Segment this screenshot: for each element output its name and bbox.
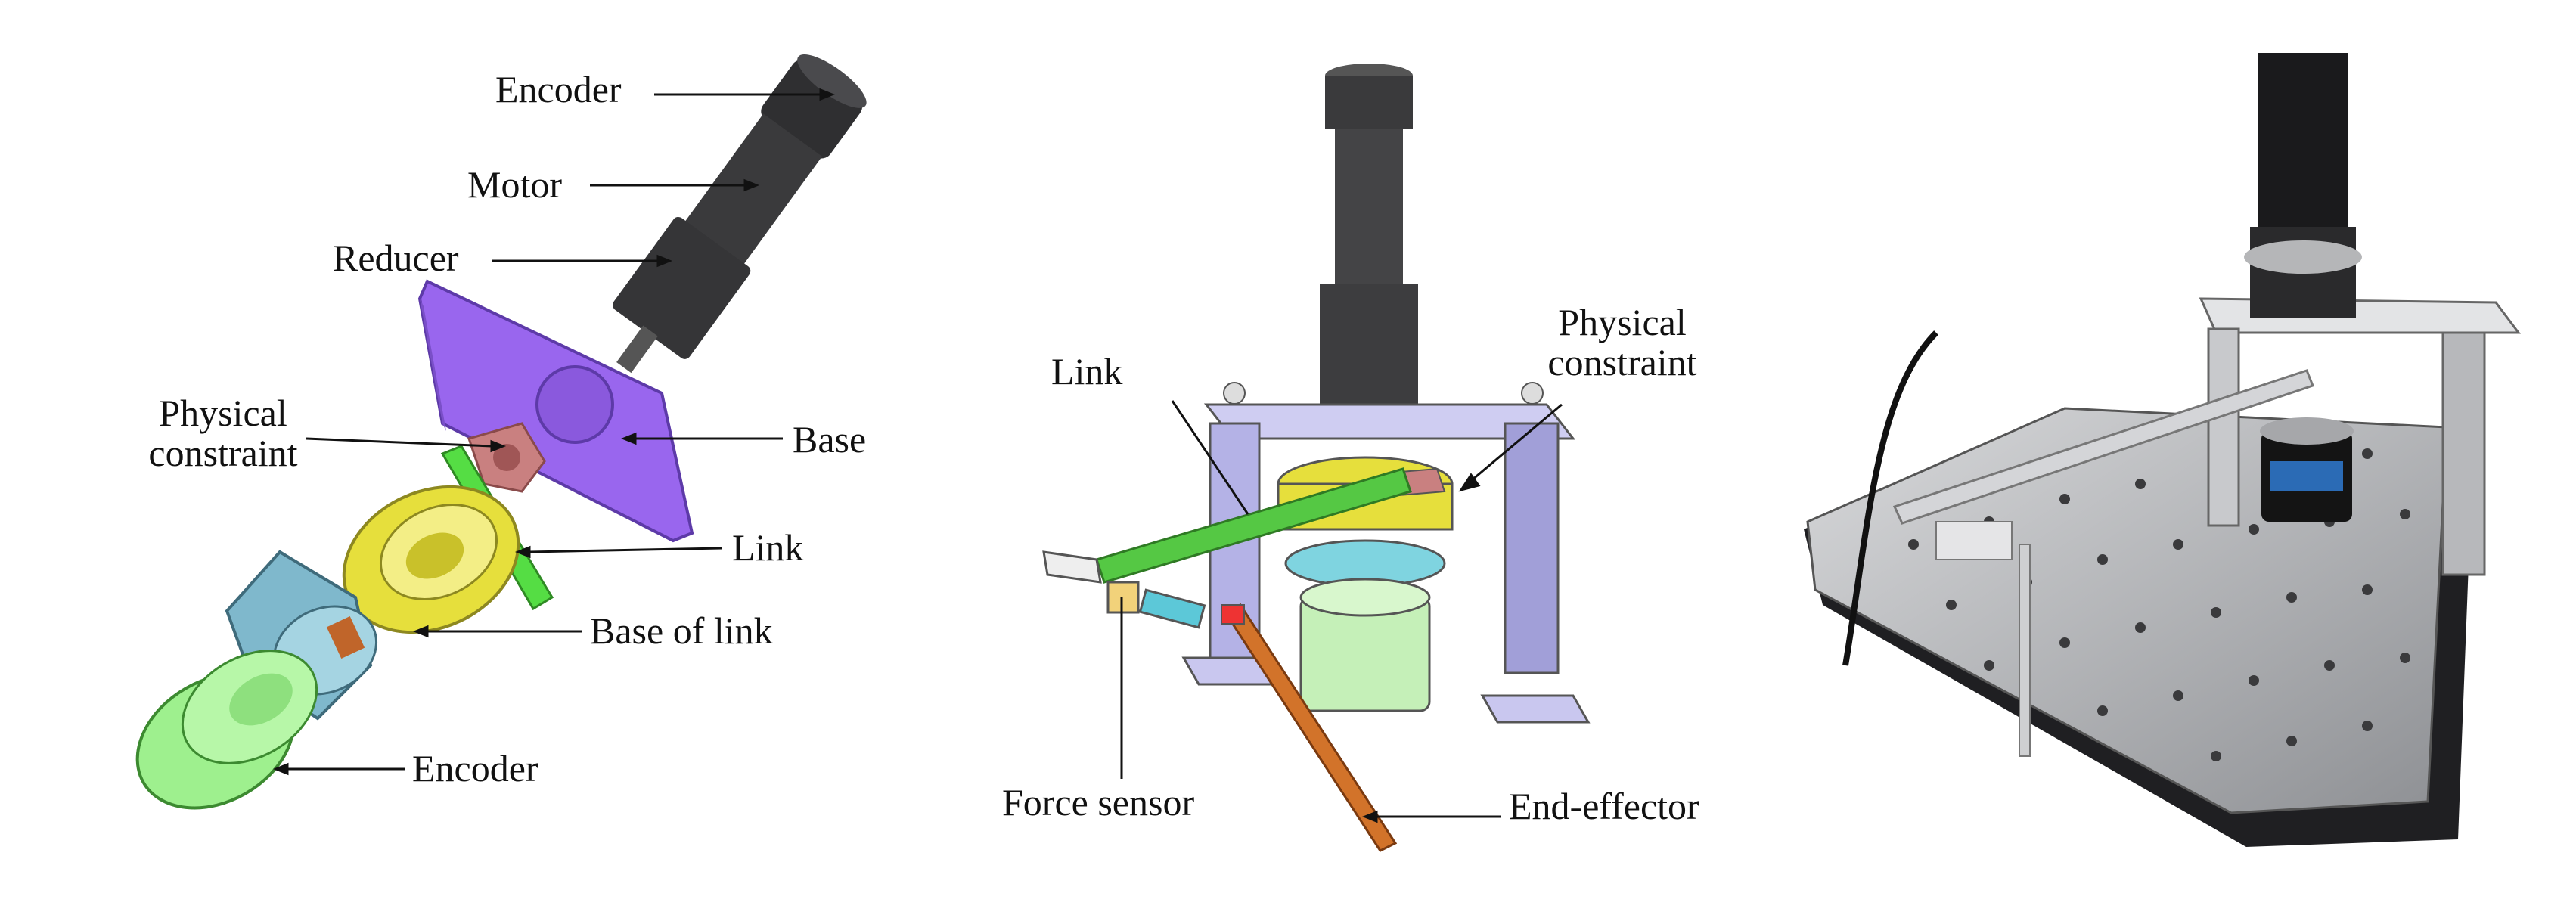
label-base: Base [793,418,867,460]
label-encoder-top: Encoder [495,68,622,110]
leader-lines [272,88,836,776]
label-force-sensor: Force sensor [1002,781,1195,823]
label-physical-constraint-exploded: Physical constraint [140,393,306,473]
photo-link [1892,369,2314,525]
label-link-exploded: Link [732,526,804,569]
label-encoder-bottom: Encoder [412,747,538,789]
label-physical-line1: Physical [159,392,287,434]
label-constraint-line2-assembly: constraint [1547,340,1697,383]
label-end-effector: End-effector [1509,785,1699,827]
label-motor: Motor [467,163,562,206]
assembly-view-panel: Link Physical constraint Force sensor En… [908,0,1762,924]
exploded-view-drawing [135,54,867,810]
leader-lines-assembly [1120,400,1563,823]
photo-of-prototype [1804,53,2521,847]
label-link-assembly: Link [1051,350,1123,392]
motor-assembly [613,54,867,374]
exploded-view-panel: Encoder Motor Reducer Physical constrain… [0,0,908,924]
label-base-of-link: Base of link [590,609,773,652]
link-bar-assembled [1095,467,1412,584]
label-constraint-line2: constraint [148,431,298,474]
prototype-photo-panel [1762,0,2576,924]
label-reducer: Reducer [333,237,459,279]
physical-constraint-part [467,422,546,493]
label-physical-constraint-assembly: Physical constraint [1524,302,1721,382]
label-physical-line1-assembly: Physical [1558,301,1687,343]
force-sensor-part [1106,581,1140,614]
assembly-view-drawing [1042,64,1591,852]
bottom-encoder-part [135,650,318,810]
